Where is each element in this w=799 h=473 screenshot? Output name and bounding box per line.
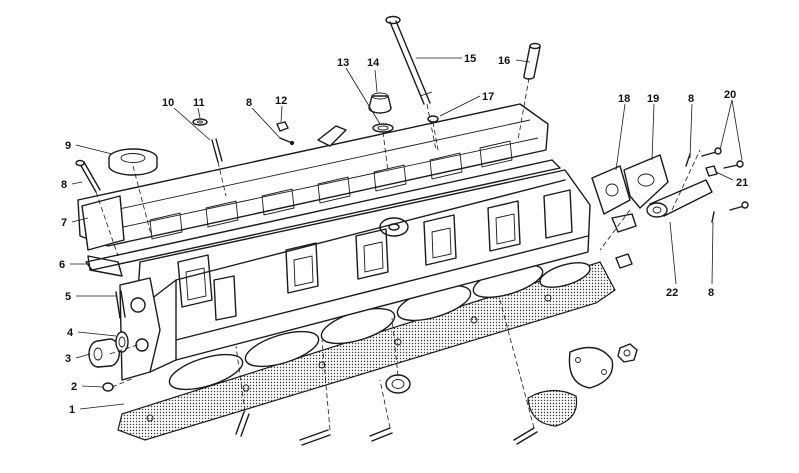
leader-lines (70, 57, 743, 410)
cylinder-head (119, 169, 591, 381)
part-8-bolt-left (75, 159, 101, 193)
callout-labels: 1 2 3 4 5 6 7 8 9 10 11 8 12 13 14 15 16… (59, 53, 748, 416)
part-22-outlet-elbow (611, 179, 713, 233)
callout-4: 4 (67, 327, 74, 339)
callout-11: 11 (193, 97, 205, 109)
part-17-clip (427, 115, 439, 123)
assembly-lines (95, 77, 701, 431)
part-10-stud (211, 138, 223, 163)
head-gasket (117, 261, 616, 441)
part-5-stud (115, 290, 126, 319)
callout-14: 14 (367, 57, 380, 69)
part-18-gasket (591, 165, 631, 215)
part-16-dowel (523, 42, 541, 80)
callout-9: 9 (65, 140, 71, 152)
callout-20: 20 (724, 89, 736, 101)
cover-plate-gasket (527, 389, 578, 427)
part-8-pins-right (685, 153, 749, 223)
callout-17: 17 (482, 91, 494, 103)
oil-seal (385, 374, 411, 394)
callout-1: 1 (69, 404, 75, 416)
callout-22: 22 (666, 287, 678, 299)
part-2-plug (102, 382, 114, 392)
callout-10: 10 (162, 97, 174, 109)
part-15-long-bolt (385, 15, 433, 105)
part-20-bolts (701, 147, 744, 169)
part-4-seal (115, 331, 129, 353)
cover-plate (568, 346, 614, 389)
callout-15: 15 (464, 53, 476, 65)
part-6-gasket (87, 255, 123, 277)
callout-18: 18 (618, 93, 630, 105)
part-13-seal-ring (372, 123, 394, 133)
callout-7: 7 (61, 217, 67, 229)
callout-12: 12 (275, 95, 287, 107)
callout-21: 21 (736, 177, 748, 189)
callout-2: 2 (71, 381, 77, 393)
part-19-housing (623, 154, 669, 209)
callout-3: 3 (65, 353, 71, 365)
callout-8-left: 8 (61, 179, 67, 191)
lower-studs (235, 411, 538, 446)
camshaft-cover (77, 103, 549, 251)
callout-16: 16 (498, 55, 510, 67)
part-3-plug (88, 338, 121, 368)
part-21-nut (705, 165, 718, 177)
part-11-washer (192, 118, 208, 126)
hex-nut (617, 343, 638, 363)
callout-13: 13 (337, 57, 349, 69)
callout-19: 19 (647, 93, 659, 105)
callout-8-lower-right: 8 (708, 287, 714, 299)
part-12-nut (276, 121, 289, 132)
part-14-filler-cap (368, 92, 392, 114)
callout-8-right: 8 (688, 93, 694, 105)
callout-6: 6 (59, 259, 65, 271)
callout-5: 5 (65, 291, 71, 303)
callout-8-top: 8 (246, 97, 252, 109)
part-9-cap (108, 148, 158, 176)
temperature-sender (615, 253, 633, 269)
part-8-screw-top (279, 137, 295, 146)
